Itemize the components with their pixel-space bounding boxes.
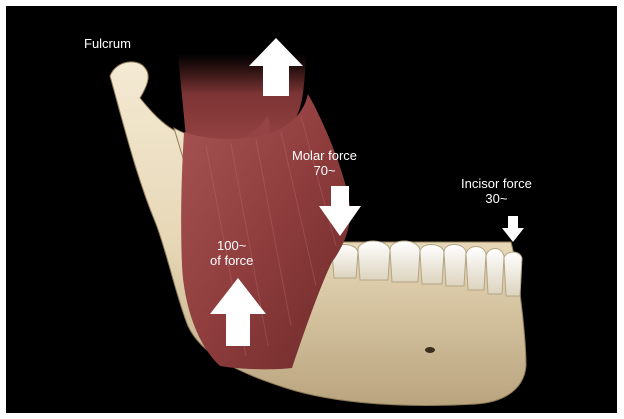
molar-force-label: Molar force 70~: [292, 148, 357, 178]
muscle-force-value: 100~: [210, 238, 253, 253]
incisor-force-label: Incisor force 30~: [461, 176, 532, 206]
fulcrum-label-text: Fulcrum: [84, 36, 131, 51]
incisor-force-title: Incisor force: [461, 176, 532, 191]
arrow-down-incisor: [502, 216, 524, 242]
mental-foramen: [425, 347, 435, 353]
jaw-illustration: [6, 6, 617, 413]
molar-force-value: 70~: [292, 163, 357, 178]
molar-force-title: Molar force: [292, 148, 357, 163]
muscle-force-label: 100~ of force: [210, 238, 253, 268]
muscle-force-unit: of force: [210, 253, 253, 268]
fulcrum-label: Fulcrum: [84, 36, 131, 51]
diagram-frame: Fulcrum Molar force 70~ Incisor force 30…: [6, 6, 617, 413]
incisor-force-value: 30~: [461, 191, 532, 206]
